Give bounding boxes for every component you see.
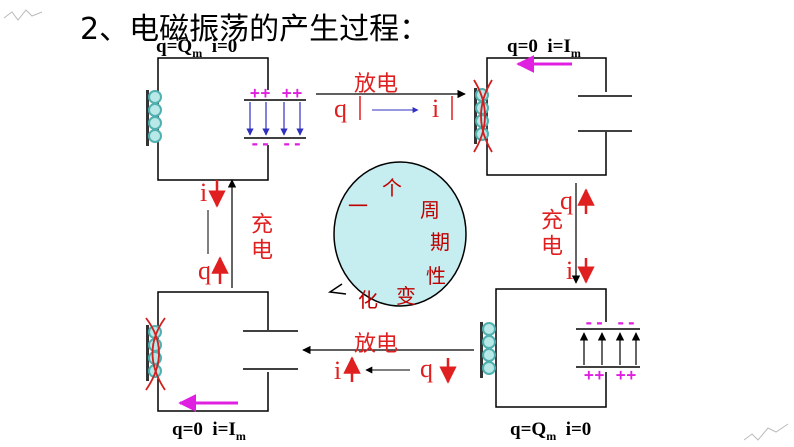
cycle-char: 周 — [420, 198, 440, 222]
circuit-top-left — [146, 57, 306, 181]
charge-value: q=0 — [507, 36, 538, 57]
transition-label-right: 充电 — [537, 208, 562, 260]
circuit-wire — [486, 57, 607, 176]
transition-label-top: 放电 — [354, 72, 399, 97]
transition-charge-right: q — [560, 186, 573, 215]
transition-current-right: i — [566, 256, 574, 285]
circuit-wire — [157, 291, 269, 412]
circuit-wire — [495, 288, 607, 408]
state-label-top-left: q=Qm i=0 — [156, 36, 237, 61]
state-label-top-right: q=0 i=Im — [507, 36, 581, 61]
charge-value: q=Q — [510, 419, 547, 440]
transition-label-left: 充电 — [247, 212, 272, 264]
transition-current-bottom: i — [334, 356, 342, 385]
transition-label-bottom: 放电 — [354, 332, 399, 357]
transition-charge-bottom: q — [420, 354, 433, 383]
transition-current-left: i — [200, 178, 208, 207]
circuit-top-right — [473, 55, 632, 176]
transition-charge-left: q — [198, 256, 211, 285]
state-label-bottom-right: q=Qm i=0 — [510, 419, 591, 444]
current-value: i=0 — [211, 36, 238, 57]
charge-subscript: m — [192, 45, 203, 60]
current-subscript: m — [570, 45, 581, 60]
charge-value: q=0 — [172, 419, 203, 440]
current-value: i=I — [547, 36, 571, 57]
transition-current-top: i — [432, 94, 440, 123]
magnetic-field-line — [151, 317, 166, 391]
magnetic-field-line — [473, 79, 486, 153]
current-value: i=0 — [565, 419, 592, 440]
electric-field-lines — [246, 102, 304, 136]
cycle-char: 个 — [382, 176, 402, 200]
corner-ornament — [743, 423, 789, 441]
charge-value: q=Q — [156, 36, 193, 57]
magnetic-field-line — [480, 79, 493, 153]
charge-subscript: m — [546, 428, 557, 443]
cycle-char: 性 — [426, 264, 446, 288]
plus-charges-bottom-right: ++ ++ — [584, 365, 638, 384]
circuit-bottom-right — [480, 288, 641, 408]
current-value: i=I — [212, 419, 236, 440]
cycle-char: 变 — [396, 284, 416, 308]
transition-charge-top: q — [334, 94, 347, 123]
inductor-coil — [473, 79, 493, 153]
cycle-char: 化 — [358, 288, 378, 312]
minus-charges-bottom-right: -- -- — [584, 313, 638, 332]
page-title: 2、电磁振荡的产生过程： — [80, 12, 430, 47]
inductor-coil — [146, 90, 162, 146]
current-subscript: m — [235, 428, 246, 443]
minus-charges-top-left: -- -- — [250, 134, 304, 153]
plus-charges-top-left: ++ ++ — [250, 83, 304, 102]
cycle-char: 一 — [348, 194, 368, 218]
cycle-arrow-tail — [327, 283, 347, 295]
cycle-ellipse — [333, 161, 467, 307]
circuit-bottom-left — [145, 291, 298, 412]
inductor-coil — [480, 322, 496, 378]
corner-ornament — [3, 9, 43, 21]
state-label-bottom-left: q=0 i=Im — [172, 419, 246, 444]
circuit-wire — [157, 57, 269, 181]
magnetic-field-line — [145, 317, 160, 391]
inductor-coil — [145, 317, 166, 391]
cycle-char: 期 — [430, 230, 450, 254]
electric-field-lines — [579, 332, 641, 365]
